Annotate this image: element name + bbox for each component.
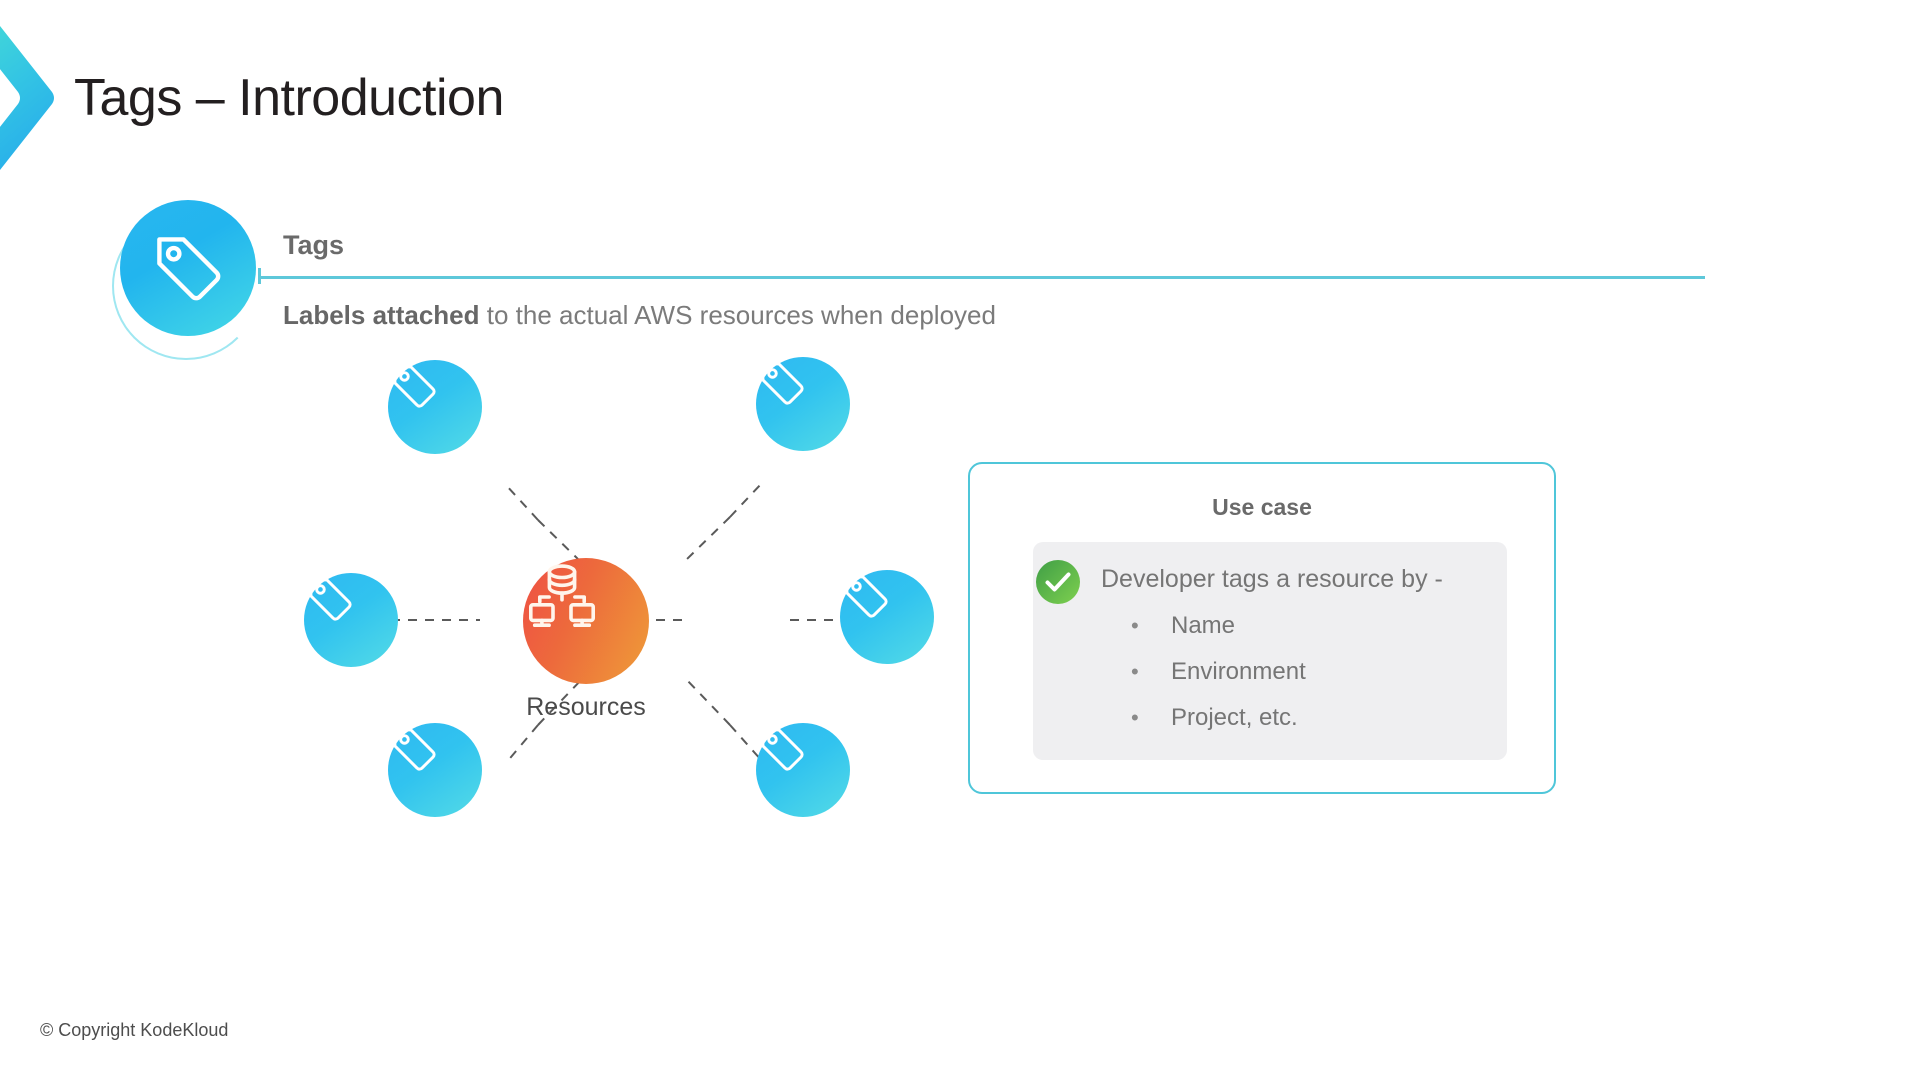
tag-icon [761, 362, 804, 405]
tag-node [388, 723, 482, 817]
tags-badge [112, 200, 260, 360]
subtitle-rest: to the actual AWS resources when deploye… [479, 300, 996, 330]
list-item-label: Project, etc. [1171, 704, 1298, 731]
use-case-card: Use case Developer tags a resource by - … [968, 462, 1556, 794]
use-case-lead: Developer tags a resource by - [1101, 565, 1443, 593]
tag-node [756, 357, 850, 451]
list-item: • Project, etc. [1131, 704, 1491, 750]
footer-copyright: © Copyright KodeKloud [40, 1020, 229, 1040]
bullet-glyph: • [1131, 613, 1139, 638]
tag-icon [309, 578, 352, 621]
resources-node [523, 558, 649, 684]
tag-node [388, 360, 482, 454]
page-title: Tags – Introduction [74, 69, 504, 127]
section-heading: Tags [283, 230, 345, 260]
section-divider [258, 276, 1705, 279]
use-case-title: Use case [1212, 494, 1312, 520]
check-circle-icon [1036, 560, 1080, 604]
tag-node [840, 570, 934, 664]
list-item-label: Name [1171, 612, 1236, 639]
section-subtitle: Labels attached to the actual AWS resour… [283, 300, 996, 331]
bullet-glyph: • [1131, 705, 1139, 730]
tag-icon [157, 237, 221, 301]
tag-node [756, 723, 850, 817]
tag-icon [393, 728, 436, 771]
badge-ring-decoration [112, 212, 260, 360]
database-servers-icon [528, 564, 596, 627]
tag-node [304, 573, 398, 667]
tag-icon [393, 365, 436, 408]
use-case-list: • Name • Environment • Project, etc. [1131, 612, 1491, 750]
list-item: • Name [1131, 612, 1491, 658]
resources-label: Resources [526, 693, 646, 721]
tag-icon [761, 728, 804, 771]
list-item: • Environment [1131, 658, 1491, 704]
list-item-label: Environment [1171, 658, 1306, 685]
badge-circle [120, 200, 256, 336]
bullet-glyph: • [1131, 659, 1139, 684]
subtitle-emphasis: Labels attached [283, 300, 480, 330]
tags-resources-diagram: Resources [304, 357, 934, 855]
use-case-panel: Developer tags a resource by - • Name • … [1033, 542, 1507, 760]
tag-icon [845, 575, 888, 618]
chevron-decoration-icon [0, 24, 56, 172]
